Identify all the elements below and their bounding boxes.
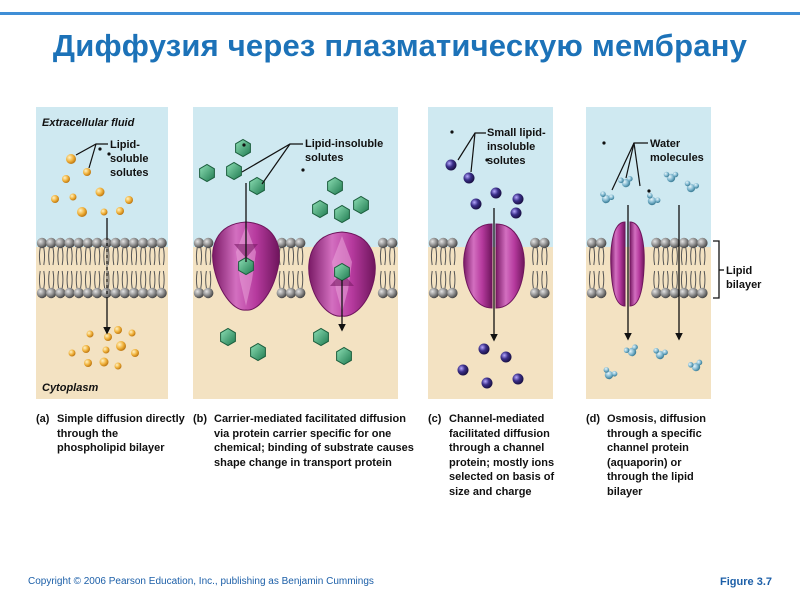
hex-solute xyxy=(336,346,352,366)
caption-d: (d) Osmosis, diffusion through a specifi… xyxy=(586,412,724,499)
caption-d-text: Osmosis, diffusion through a specific ch… xyxy=(607,413,707,498)
caption-a-text: Simple diffusion directly through the ph… xyxy=(57,413,185,454)
caption-c-text: Channel-mediated facilitated diffusion t… xyxy=(449,413,555,498)
caption-b: (b) Carrier-mediated facilitated diffusi… xyxy=(193,412,418,470)
hex-solute xyxy=(199,163,215,183)
caption-a-tag: (a) xyxy=(36,413,50,425)
caption-b-tag: (b) xyxy=(193,413,208,425)
extracellular-label: Extracellular fluid xyxy=(42,117,135,129)
copyright-text: Copyright © 2006 Pearson Education, Inc.… xyxy=(28,576,374,587)
hex-solute xyxy=(327,176,343,196)
hex-solute xyxy=(250,342,266,362)
caption-b-text: Carrier-mediated facilitated diffusion v… xyxy=(214,413,414,469)
caption-d-tag: (d) xyxy=(586,413,601,425)
bilayer-a xyxy=(36,237,167,299)
water-label-1: Water xyxy=(650,138,681,150)
hex-solute xyxy=(249,176,265,196)
lipid-bilayers xyxy=(36,237,708,299)
caption-c: (c) Channel-mediated facilitated diffusi… xyxy=(428,412,572,499)
leader-lines-b xyxy=(241,143,305,185)
hex-solute xyxy=(238,256,254,276)
water-molecule xyxy=(600,191,615,204)
small-lipid-insoluble-label-2: insoluble xyxy=(487,141,535,153)
bilayer-bracket xyxy=(713,240,724,299)
hex-solute xyxy=(334,204,350,224)
water-molecule xyxy=(623,344,638,357)
panel-a xyxy=(36,107,168,399)
lipid-bilayer-label-1: Lipid xyxy=(726,265,752,277)
water-molecule xyxy=(663,171,679,183)
lipid-bilayer-label-2: bilayer xyxy=(726,279,762,291)
water-label-2: molecules xyxy=(650,152,704,164)
lipid-soluble-label-1: Lipid- xyxy=(110,139,140,151)
water-molecule xyxy=(647,192,661,206)
page-title: Диффузия через плазматическую мембрану xyxy=(52,28,748,63)
hex-solute xyxy=(334,262,350,282)
lipid-insoluble-label-2: solutes xyxy=(305,152,344,164)
figure-number: Figure 3.7 xyxy=(720,576,772,588)
bilayer-b xyxy=(193,237,398,299)
title-rule xyxy=(0,12,800,15)
water-molecule xyxy=(618,175,633,188)
hex-solute xyxy=(220,327,236,347)
small-lipid-insoluble-label-3: solutes xyxy=(487,155,526,167)
leader-lines-a xyxy=(75,143,111,169)
lipid-insoluble-label-1: Lipid-insoluble xyxy=(305,138,383,150)
lipid-soluble-solutes xyxy=(51,154,139,370)
small-lipid-insoluble-label-1: Small lipid- xyxy=(487,127,546,139)
leader-lines-c xyxy=(450,130,489,173)
lipid-insoluble-solutes xyxy=(199,138,369,366)
hex-solute xyxy=(313,327,329,347)
bilayer-c xyxy=(428,237,550,299)
leader-lines-d xyxy=(602,141,651,193)
small-ions xyxy=(445,159,524,389)
channel-protein xyxy=(463,223,525,309)
hex-solute xyxy=(353,195,369,215)
lipid-soluble-label-3: solutes xyxy=(110,167,149,179)
aquaporin-protein xyxy=(610,221,645,307)
water-molecule xyxy=(653,347,668,360)
panel-d xyxy=(586,107,711,399)
hex-solute xyxy=(312,199,328,219)
caption-a: (a) Simple diffusion directly through th… xyxy=(36,412,186,456)
bilayer-d xyxy=(586,237,708,299)
water-molecule xyxy=(684,180,700,193)
water-molecule xyxy=(603,367,618,380)
water-molecule xyxy=(687,359,703,372)
caption-c-tag: (c) xyxy=(428,413,442,425)
lipid-soluble-label-2: soluble xyxy=(110,153,149,165)
hex-solute xyxy=(226,161,242,181)
cytoplasm-label: Cytoplasm xyxy=(42,382,98,394)
water-molecules xyxy=(600,171,703,380)
hex-solute xyxy=(235,138,251,158)
